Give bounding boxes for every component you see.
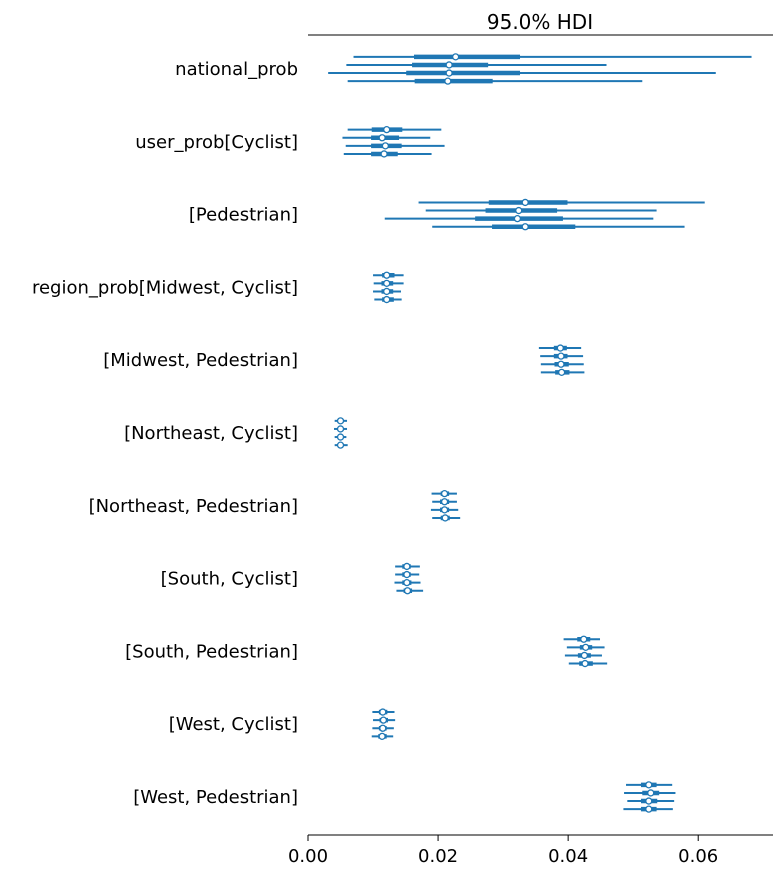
mean-point bbox=[383, 125, 391, 134]
mean-point bbox=[336, 425, 345, 433]
row-label: [West, Pedestrian] bbox=[133, 787, 298, 808]
x-tick-label: 0.00 bbox=[288, 846, 328, 867]
forest-row: [West, Cyclist] bbox=[169, 708, 396, 740]
mean-point bbox=[444, 77, 452, 85]
mean-point bbox=[440, 506, 449, 514]
mean-point bbox=[403, 570, 411, 579]
row-label: [South, Pedestrian] bbox=[125, 641, 298, 662]
mean-point bbox=[581, 659, 589, 668]
mean-point bbox=[557, 360, 565, 368]
mean-point bbox=[580, 635, 588, 643]
mean-point bbox=[557, 368, 566, 377]
row-label: national_prob bbox=[175, 59, 298, 80]
mean-point bbox=[336, 433, 345, 441]
x-tick-label: 0.04 bbox=[548, 846, 588, 867]
mean-point bbox=[645, 805, 653, 813]
mean-point bbox=[383, 295, 391, 304]
mean-point bbox=[580, 651, 589, 660]
x-tick-label: 0.06 bbox=[678, 846, 718, 867]
mean-point bbox=[380, 150, 388, 158]
forest-row: [Northeast, Pedestrian] bbox=[89, 489, 461, 522]
x-tick-label: 0.02 bbox=[418, 846, 458, 867]
row-label: user_prob[Cyclist] bbox=[135, 132, 298, 153]
mean-point bbox=[403, 579, 411, 587]
mean-point bbox=[645, 781, 653, 789]
row-label: [Midwest, Pedestrian] bbox=[103, 350, 298, 371]
mean-point bbox=[403, 587, 412, 595]
mean-point bbox=[440, 498, 449, 506]
mean-point bbox=[336, 441, 345, 449]
mean-point bbox=[645, 797, 653, 805]
mean-point bbox=[647, 789, 655, 797]
mean-point bbox=[445, 61, 453, 69]
mean-point bbox=[381, 142, 390, 150]
mean-point bbox=[521, 198, 529, 207]
mean-point bbox=[440, 489, 449, 498]
mean-point bbox=[379, 716, 388, 724]
mean-point bbox=[378, 732, 386, 740]
row-label: region_prob[Midwest, Cyclist] bbox=[32, 277, 298, 298]
chart-title: 95.0% HDI bbox=[487, 10, 593, 34]
mean-point bbox=[441, 514, 449, 522]
mean-point bbox=[378, 134, 386, 142]
mean-point bbox=[403, 562, 411, 571]
row-label: [Northeast, Pedestrian] bbox=[89, 496, 298, 517]
forest-rows: national_prob user_prob[Cyclist] [Pedestri… bbox=[32, 53, 752, 813]
mean-point bbox=[383, 279, 391, 288]
mean-point bbox=[582, 643, 590, 651]
forest-row: [Pedestrian] bbox=[189, 198, 705, 231]
forest-row: national_prob bbox=[175, 53, 752, 85]
mean-point bbox=[556, 344, 564, 352]
forest-row: [Northeast, Cyclist] bbox=[124, 417, 348, 449]
mean-point bbox=[383, 287, 391, 296]
mean-point bbox=[515, 206, 523, 215]
mean-point bbox=[557, 352, 565, 360]
mean-point bbox=[521, 223, 529, 231]
forest-row: user_prob[Cyclist] bbox=[135, 125, 445, 158]
mean-point bbox=[379, 724, 387, 732]
mean-point bbox=[445, 69, 453, 77]
forest-row: [South, Pedestrian] bbox=[125, 635, 608, 668]
forest-row: [Midwest, Pedestrian] bbox=[103, 344, 585, 377]
mean-point bbox=[379, 708, 387, 716]
mean-point bbox=[336, 417, 345, 425]
forest-row: region_prob[Midwest, Cyclist] bbox=[32, 271, 404, 304]
row-label: [Pedestrian] bbox=[189, 205, 298, 226]
forest-row: [South, Cyclist] bbox=[161, 562, 424, 595]
mean-point bbox=[451, 53, 460, 61]
x-axis: 0.00 0.02 0.04 0.06 bbox=[288, 835, 718, 867]
row-label: [Northeast, Cyclist] bbox=[124, 423, 298, 444]
forest-row: [West, Pedestrian] bbox=[133, 781, 676, 813]
row-label: [South, Cyclist] bbox=[161, 569, 298, 590]
row-label: [West, Cyclist] bbox=[169, 714, 298, 735]
mean-point bbox=[513, 214, 522, 223]
mean-point bbox=[383, 271, 391, 279]
